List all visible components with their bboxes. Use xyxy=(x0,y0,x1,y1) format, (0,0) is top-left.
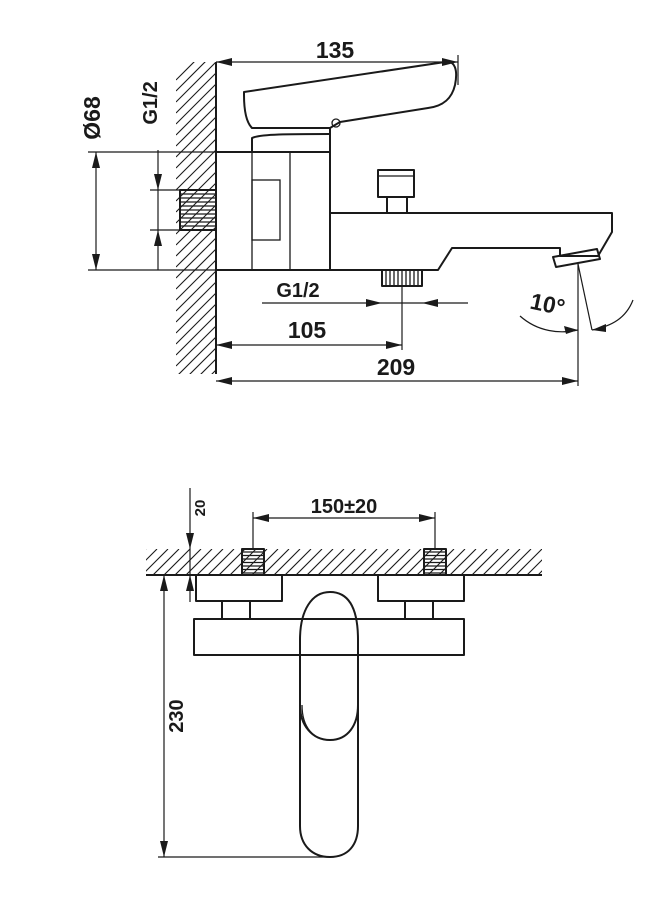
dim-diameter-68: Ø68 xyxy=(79,96,216,271)
label-150-pm-20: 150±20 xyxy=(311,496,378,518)
front-view: 20 150±20 230 xyxy=(146,488,542,858)
dim-230: 230 xyxy=(158,575,330,858)
lever-handle xyxy=(243,60,458,152)
lever-front xyxy=(299,591,359,858)
label-230: 230 xyxy=(166,699,188,732)
outlet-thread-connector xyxy=(381,269,423,287)
diverter-knob xyxy=(377,169,415,214)
right-escutcheon xyxy=(377,574,465,620)
dim-150-pm-20: 150±20 xyxy=(252,496,436,549)
label-105: 105 xyxy=(288,317,327,343)
side-view: 135 Ø68 G1/2 G1/2 xyxy=(79,37,634,386)
label-outlet-g12: G1/2 xyxy=(276,280,319,302)
bath-spout xyxy=(330,212,613,271)
dim-209: 209 xyxy=(216,264,579,386)
wall-hatching xyxy=(176,62,217,374)
label-209: 209 xyxy=(377,354,415,380)
label-20: 20 xyxy=(192,500,209,517)
label-135: 135 xyxy=(316,37,355,63)
dim-135: 135 xyxy=(216,37,459,85)
label-inlet-g12: G1/2 xyxy=(140,81,162,124)
dim-105: 105 xyxy=(216,286,403,350)
mixer-body-bar xyxy=(193,618,465,656)
label-diameter-68: Ø68 xyxy=(79,96,105,140)
label-angle-10: 10° xyxy=(528,288,567,321)
dim-inlet-g12: G1/2 xyxy=(140,81,180,270)
dim-angle-10: 10° xyxy=(519,263,634,334)
dim-outlet-g12: G1/2 xyxy=(262,280,468,307)
wall-hatching-front xyxy=(146,549,542,576)
dim-20: 20 xyxy=(186,488,209,602)
mixer-body xyxy=(215,151,331,271)
left-escutcheon xyxy=(195,574,283,620)
